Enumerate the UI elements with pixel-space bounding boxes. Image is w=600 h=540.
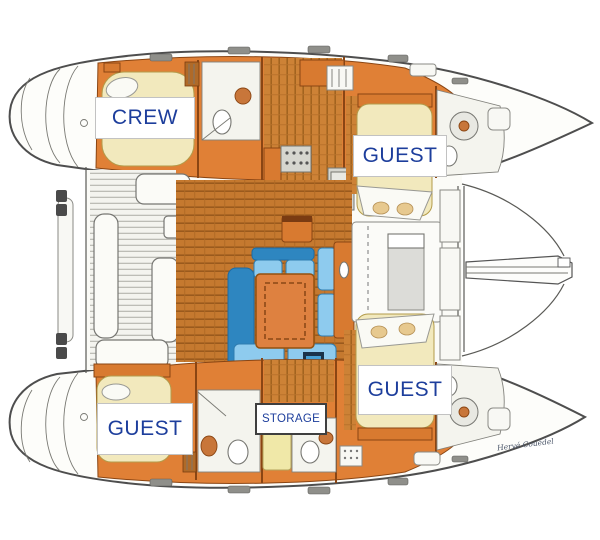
stern-platform-top: [20, 65, 88, 168]
guest-cabin-top-right: [346, 93, 433, 221]
forward-cabin-center: [333, 186, 465, 361]
bathroom-bottom-left: [182, 389, 261, 473]
room-label-guest-bottom-right: GUEST: [358, 365, 452, 415]
cockpit: [90, 170, 191, 370]
foredeck-bowsprit: [461, 183, 573, 357]
deck-hatch: [326, 65, 354, 91]
aft-platform: [56, 190, 74, 359]
room-label-guest-top-right: GUEST: [353, 135, 447, 177]
dining-table: [255, 273, 315, 349]
room-label-guest-bottom-left: GUEST: [97, 403, 193, 455]
room-label-storage: STORAGE: [255, 403, 327, 435]
room-label-crew: CREW: [95, 97, 195, 139]
bathroom-forward-top: [436, 89, 511, 177]
bathroom-forward-bottom: [413, 363, 511, 466]
deck-hatches: [149, 45, 469, 495]
storage-area: [262, 360, 334, 471]
bathroom-top-center: [201, 61, 261, 141]
stove: [280, 145, 312, 173]
stern-platform-bottom: [20, 372, 88, 475]
